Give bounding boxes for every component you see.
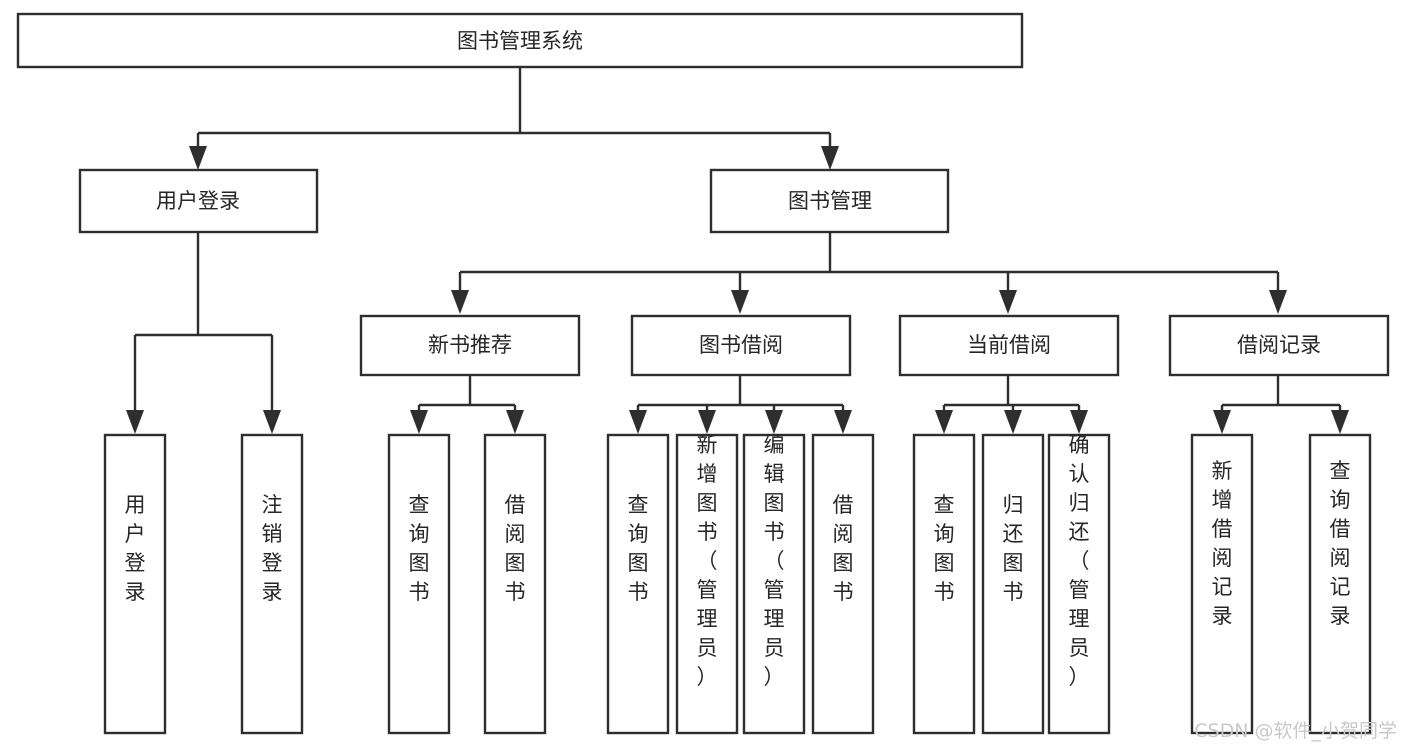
node-user-login[interactable]: 用户登录 [78, 168, 319, 234]
node-user-login-box[interactable] [78, 168, 319, 234]
leaf-new-book-query-label: 查询图书 [409, 493, 430, 604]
arrow-user-login-child1 [126, 410, 144, 434]
arrow-to-book-manage [821, 146, 839, 170]
leaf-user-login-logout-box[interactable] [240, 433, 304, 735]
arrow-user-login-child2 [263, 410, 281, 434]
leaf-new-book-borrow-box[interactable] [483, 433, 547, 735]
arrow-to-borrow-record [1269, 290, 1287, 314]
leaf-book-borrow-query-label: 查询图书 [628, 493, 649, 604]
node-current-borrow-label: 当前借阅 [967, 333, 1051, 357]
leaf-book-borrow-add-label: 新增图书（管理员） [697, 433, 718, 689]
node-borrow-record-label: 借阅记录 [1237, 333, 1321, 357]
node-book-management-label: 图书管理 [788, 189, 872, 213]
node-book-management-box[interactable] [709, 168, 950, 234]
arrow-current-borrow-c2 [1004, 410, 1022, 434]
leaf-current-borrow-query[interactable]: 查询图书 [912, 433, 976, 735]
leaf-borrow-record-add-box[interactable] [1190, 433, 1254, 735]
arrow-current-borrow-c3 [1070, 410, 1088, 434]
arrow-book-borrow-c4 [834, 410, 852, 434]
leaf-current-borrow-return-box[interactable] [981, 433, 1045, 735]
leaf-borrow-record-add-label: 新增借阅记录 [1212, 459, 1233, 628]
node-current-borrow-box[interactable] [898, 314, 1120, 377]
node-root-label: 图书管理系统 [457, 29, 583, 53]
arrow-borrow-record-c1 [1213, 410, 1231, 434]
node-book-management[interactable]: 图书管理 [709, 168, 950, 234]
leaf-book-borrow-edit-label: 编辑图书（管理员） [764, 433, 785, 689]
leaf-borrow-record-query-box[interactable] [1308, 433, 1372, 735]
leaf-book-borrow-query[interactable]: 查询图书 [606, 433, 670, 735]
node-new-book-recommend-box[interactable] [359, 314, 581, 377]
arrow-book-borrow-c3 [765, 410, 783, 434]
node-new-book-recommend-label: 新书推荐 [428, 333, 512, 357]
leaf-user-login-logout-label: 注销登录 [262, 493, 283, 604]
arrow-to-user-login [189, 146, 207, 170]
node-book-borrow[interactable]: 图书借阅 [630, 314, 852, 377]
node-root-box[interactable] [16, 12, 1024, 69]
arrow-new-book-c1 [410, 410, 428, 434]
leaf-book-borrow-edit[interactable]: 编辑图书（管理员） [742, 433, 806, 735]
leaf-user-login-login-label: 用户登录 [125, 493, 146, 604]
leaf-book-borrow-add-box[interactable] [675, 433, 739, 735]
leaf-current-borrow-confirm-box[interactable] [1047, 433, 1111, 735]
arrow-to-new-book [451, 290, 469, 314]
arrow-borrow-record-c2 [1331, 410, 1349, 434]
leaf-borrow-record-add[interactable]: 新增借阅记录 [1190, 433, 1254, 735]
arrow-new-book-c2 [506, 410, 524, 434]
leaf-book-borrow-borrow[interactable]: 借阅图书 [811, 433, 875, 735]
leaf-new-book-borrow[interactable]: 借阅图书 [483, 433, 547, 735]
leaf-borrow-record-query-label: 查询借阅记录 [1330, 459, 1351, 628]
edges-layer [126, 67, 1349, 434]
leaf-book-borrow-query-box[interactable] [606, 433, 670, 735]
leaf-current-borrow-query-label: 查询图书 [934, 493, 955, 604]
node-current-borrow[interactable]: 当前借阅 [898, 314, 1120, 377]
leaf-book-borrow-edit-box[interactable] [742, 433, 806, 735]
node-root-book-management-system[interactable]: 图书管理系统 [16, 12, 1024, 69]
arrow-book-borrow-c1 [629, 410, 647, 434]
leaf-new-book-borrow-label: 借阅图书 [505, 493, 526, 604]
leaf-book-borrow-add[interactable]: 新增图书（管理员） [675, 433, 739, 735]
arrow-to-current-borrow [999, 290, 1017, 314]
leaf-user-login-login-box[interactable] [103, 433, 167, 735]
arrow-book-borrow-c2 [698, 410, 716, 434]
node-borrow-record[interactable]: 借阅记录 [1168, 314, 1390, 377]
leaf-user-login-login[interactable]: 用户登录 [103, 433, 167, 735]
node-book-borrow-box[interactable] [630, 314, 852, 377]
csdn-watermark: CSDN @软件_小贺同学 [1194, 720, 1397, 742]
leaf-current-borrow-confirm-label: 确认归还（管理员） [1069, 433, 1090, 689]
leaf-current-borrow-query-box[interactable] [912, 433, 976, 735]
node-new-book-recommend[interactable]: 新书推荐 [359, 314, 581, 377]
leaf-borrow-record-query[interactable]: 查询借阅记录 [1308, 433, 1372, 735]
node-book-borrow-label: 图书借阅 [699, 333, 783, 357]
leaf-user-login-logout[interactable]: 注销登录 [240, 433, 304, 735]
leaf-new-book-query-box[interactable] [387, 433, 451, 735]
leaf-new-book-query[interactable]: 查询图书 [387, 433, 451, 735]
leaf-current-borrow-return-label: 归还图书 [1003, 493, 1024, 604]
arrow-to-book-borrow [731, 290, 749, 314]
node-user-login-label: 用户登录 [156, 189, 240, 213]
leaf-current-borrow-return[interactable]: 归还图书 [981, 433, 1045, 735]
leaf-current-borrow-confirm[interactable]: 确认归还（管理员） [1047, 433, 1111, 735]
leaf-book-borrow-borrow-label: 借阅图书 [833, 493, 854, 604]
node-borrow-record-box[interactable] [1168, 314, 1390, 377]
arrow-current-borrow-c1 [935, 410, 953, 434]
leaf-book-borrow-borrow-box[interactable] [811, 433, 875, 735]
